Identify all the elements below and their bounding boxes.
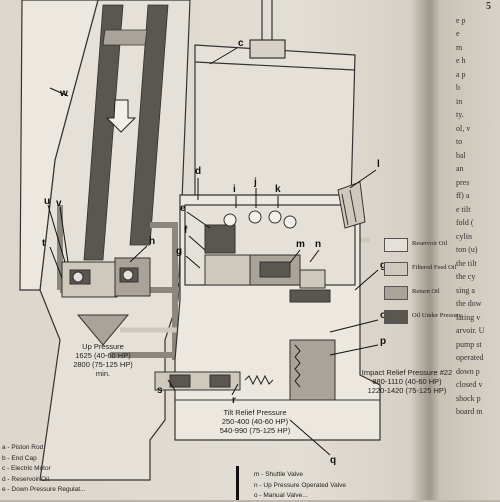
lower-piston-block bbox=[61, 257, 151, 298]
label-d: d bbox=[195, 166, 202, 177]
electric-motor bbox=[194, 0, 356, 241]
text-line: m bbox=[456, 42, 463, 52]
key-list-left: a - Piston Rod b - End Cap c - Electric … bbox=[2, 443, 85, 496]
label-t: t bbox=[42, 238, 46, 249]
key-item: d - Reservoir Oil bbox=[2, 475, 49, 483]
relief-valves bbox=[154, 339, 336, 401]
label-g: g bbox=[176, 246, 183, 257]
key-item: n - Up Pressure Operated Valve bbox=[254, 481, 347, 489]
leader-lines bbox=[47, 47, 379, 456]
legend-label-return: Return Oil bbox=[412, 288, 440, 295]
text-line: the dow bbox=[456, 299, 482, 308]
piston-rod-bars bbox=[83, 4, 169, 261]
label-g2: g bbox=[380, 260, 386, 271]
facing-page-text: 5 e p e m e h a p b in ty. ol, v to bal … bbox=[456, 0, 500, 419]
up-pressure-caption: Up Pressure 1625 (40-60 HP) 2800 (75-125… bbox=[58, 342, 148, 378]
label-l: l bbox=[377, 159, 380, 170]
key-item: m - Shuttle Valve bbox=[254, 471, 304, 478]
label-o: o bbox=[380, 310, 386, 321]
impact-relief-caption: Impact Relief Pressure #22 880-1110 (40-… bbox=[352, 368, 462, 395]
text-line: to bbox=[456, 137, 463, 146]
impact-relief-title: Impact Relief Pressure #22 bbox=[361, 368, 453, 377]
up-pressure-line2: 2800 (75-125 HP) bbox=[73, 360, 133, 369]
label-c: c bbox=[238, 38, 244, 49]
flow-arrow-down bbox=[105, 99, 137, 133]
label-e: e bbox=[180, 203, 186, 214]
text-line: ty. bbox=[456, 110, 464, 119]
text-line: bal bbox=[456, 150, 466, 160]
key-item: c - Electric Motor bbox=[2, 465, 51, 472]
up-pressure-title: Up Pressure bbox=[82, 342, 124, 351]
text-line: e tilt bbox=[456, 204, 471, 214]
key-item: o - Manual Valve... bbox=[254, 492, 308, 499]
label-s: s bbox=[157, 385, 163, 396]
text-line: b bbox=[456, 83, 460, 92]
text-line: ol, v bbox=[456, 123, 471, 133]
legend-label-reservoir: Reservoir Oil bbox=[412, 240, 448, 247]
label-r: r bbox=[232, 395, 236, 406]
text-line: an bbox=[456, 164, 464, 173]
legend-swatch-pressure bbox=[384, 310, 408, 324]
label-h: h bbox=[149, 236, 156, 247]
label-m: m bbox=[296, 239, 305, 250]
text-line: closed v bbox=[456, 380, 483, 389]
text-line: sing a bbox=[456, 285, 475, 295]
legend-label-filtered: Filtered Feed Oil bbox=[412, 264, 457, 271]
legend-swatch-filtered bbox=[384, 262, 408, 276]
text-line: board m bbox=[456, 407, 483, 416]
up-pressure-line1: 1625 (40-60 HP) bbox=[75, 351, 131, 360]
text-line: lating v bbox=[456, 312, 481, 322]
text-line: pump st bbox=[456, 339, 482, 349]
tilt-relief-caption: Tilt Relief Pressure 250-400 (40-60 HP) … bbox=[200, 408, 310, 435]
key-item: e - Down Pressure Regulat... bbox=[2, 486, 86, 493]
label-p: p bbox=[380, 336, 387, 347]
tilt-relief-line2: 540-990 (75-125 HP) bbox=[219, 426, 291, 435]
impact-relief-line2: 1220-1420 (75-125 HP) bbox=[367, 386, 447, 395]
legend-swatch-return bbox=[384, 286, 408, 300]
label-u: u bbox=[44, 196, 51, 207]
text-line: e bbox=[456, 29, 460, 38]
label-n: n bbox=[315, 239, 322, 250]
legend-label-pressure: Oil Under Pressure bbox=[412, 312, 462, 319]
label-f: f bbox=[184, 225, 188, 236]
tilt-relief-line1: 250-400 (40-60 HP) bbox=[221, 417, 289, 426]
page-number: 5 bbox=[486, 1, 491, 12]
text-line: fold ( bbox=[456, 218, 474, 227]
oil-funnel bbox=[76, 314, 130, 346]
text-line: in bbox=[456, 96, 463, 106]
label-j: j bbox=[254, 177, 257, 188]
legend-swatch-reservoir bbox=[384, 238, 408, 252]
label-k: k bbox=[275, 184, 281, 195]
text-line: ton (u) bbox=[456, 245, 478, 254]
impact-relief-line1: 880-1110 (40-60 HP) bbox=[372, 377, 442, 386]
label-q: q bbox=[330, 455, 337, 466]
text-line: the cy bbox=[456, 272, 476, 281]
text-line: a p bbox=[456, 69, 466, 79]
tilt-relief-title: Tilt Relief Pressure bbox=[223, 408, 287, 417]
label-v: v bbox=[56, 198, 62, 209]
key-item: a - Piston Rod bbox=[2, 444, 44, 451]
label-i: i bbox=[233, 184, 236, 195]
key-list-right: m - Shuttle Valve n - Up Pressure Operat… bbox=[254, 470, 346, 502]
up-pressure-line3: min. bbox=[95, 369, 111, 378]
text-line: arvoir. U bbox=[456, 326, 485, 335]
key-item: b - End Cap bbox=[2, 454, 37, 462]
label-w: w bbox=[60, 88, 68, 99]
text-line: down p bbox=[456, 366, 480, 376]
text-line: e h bbox=[456, 56, 466, 65]
key-divider bbox=[236, 466, 239, 500]
valve-assembly bbox=[204, 210, 331, 303]
text-line: cylin bbox=[456, 231, 472, 241]
text-line: pres bbox=[456, 177, 470, 187]
wire-connector bbox=[337, 181, 366, 229]
text-line: e p bbox=[456, 15, 466, 25]
text-line: operated bbox=[456, 353, 484, 362]
text-line: shock p bbox=[456, 393, 481, 403]
text-line: the tilt bbox=[456, 258, 477, 268]
text-line: ff) a bbox=[456, 191, 470, 200]
